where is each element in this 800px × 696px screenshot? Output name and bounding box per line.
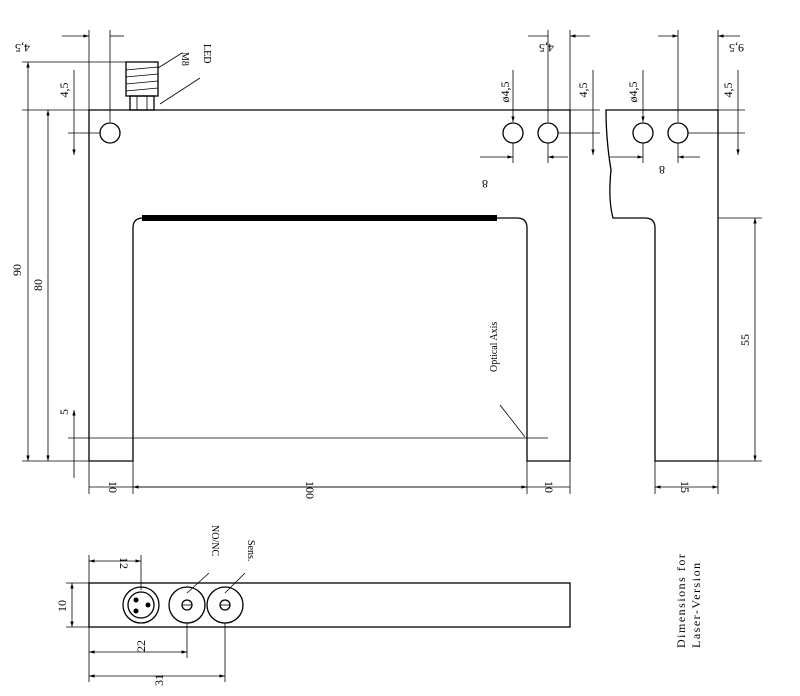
dim-10-right-label: 10 bbox=[542, 481, 556, 493]
caption-line-1: Dimensions for bbox=[674, 553, 688, 648]
caption: Dimensions for Laser-Version bbox=[674, 553, 703, 648]
optical-axis-leader bbox=[499, 404, 526, 438]
dim-15-label: 15 bbox=[678, 481, 692, 493]
dim-8-side-label: 8 bbox=[659, 163, 665, 177]
dim-31-label: 31 bbox=[152, 674, 166, 686]
caption-line-2: Laser-Version bbox=[689, 561, 703, 648]
sens-leader bbox=[224, 572, 246, 594]
dim-4-5-left-label: 4,5 bbox=[57, 83, 71, 98]
no-nc-leader bbox=[186, 572, 210, 594]
connector-face-inner bbox=[127, 591, 155, 619]
no-nc-label: NO/NC bbox=[209, 525, 220, 556]
connector-pin-3 bbox=[145, 602, 151, 608]
connector-pin-1 bbox=[133, 597, 139, 603]
bottom-body-outline bbox=[88, 582, 571, 628]
dim-5-label: 5 bbox=[57, 409, 71, 415]
m8-label: M8 bbox=[179, 52, 190, 66]
led-label: LED bbox=[201, 44, 212, 63]
dim-4-5-side-label: 4,5 bbox=[721, 83, 735, 98]
dim-4-5-top-left-label: 4,5 bbox=[15, 41, 30, 55]
dim-22-label: 22 bbox=[134, 640, 148, 652]
dim-9-5-label: 9,5 bbox=[729, 41, 744, 55]
mounting-hole-right-1 bbox=[502, 122, 524, 144]
dim-4-5-top-right-label: 4,5 bbox=[539, 41, 554, 55]
dim-4-5-right-label: 4,5 bbox=[576, 83, 590, 98]
dim-90-label: 90 bbox=[10, 264, 24, 276]
side-view: 9,5 4,5 ø4,5 8 55 15 bbox=[605, 30, 762, 494]
m8-connector bbox=[125, 61, 159, 111]
front-view: Optical Axis M8 LED 90 80 4,5 5 bbox=[10, 30, 600, 499]
sens-label: Sens. bbox=[245, 540, 256, 561]
dim-dia-side-label: ø4,5 bbox=[626, 82, 640, 103]
side-hole-2 bbox=[667, 122, 689, 144]
mounting-hole-right-2 bbox=[537, 122, 559, 144]
dim-55-label: 55 bbox=[738, 334, 752, 346]
dim-dia-right-label: ø4,5 bbox=[498, 82, 512, 103]
dim-12-label: 12 bbox=[117, 557, 131, 569]
optical-axis-label: Optical Axis bbox=[489, 322, 500, 372]
bottom-view: NO/NC Sens. 10 12 22 31 bbox=[55, 525, 571, 686]
mounting-hole-left bbox=[99, 122, 121, 144]
m8-leader bbox=[157, 52, 183, 69]
led-leader bbox=[159, 77, 201, 105]
side-hole-1 bbox=[632, 122, 654, 144]
fork-body-outline bbox=[88, 109, 571, 462]
dim-100-label: 100 bbox=[303, 481, 317, 499]
dim-bottom-10-label: 10 bbox=[55, 600, 69, 612]
side-body-outline bbox=[605, 109, 719, 462]
dim-10-left-label: 10 bbox=[106, 481, 120, 493]
dim-8-front-label: 8 bbox=[482, 177, 488, 191]
dim-80-label: 80 bbox=[31, 279, 45, 291]
connector-pin-2 bbox=[133, 608, 139, 614]
